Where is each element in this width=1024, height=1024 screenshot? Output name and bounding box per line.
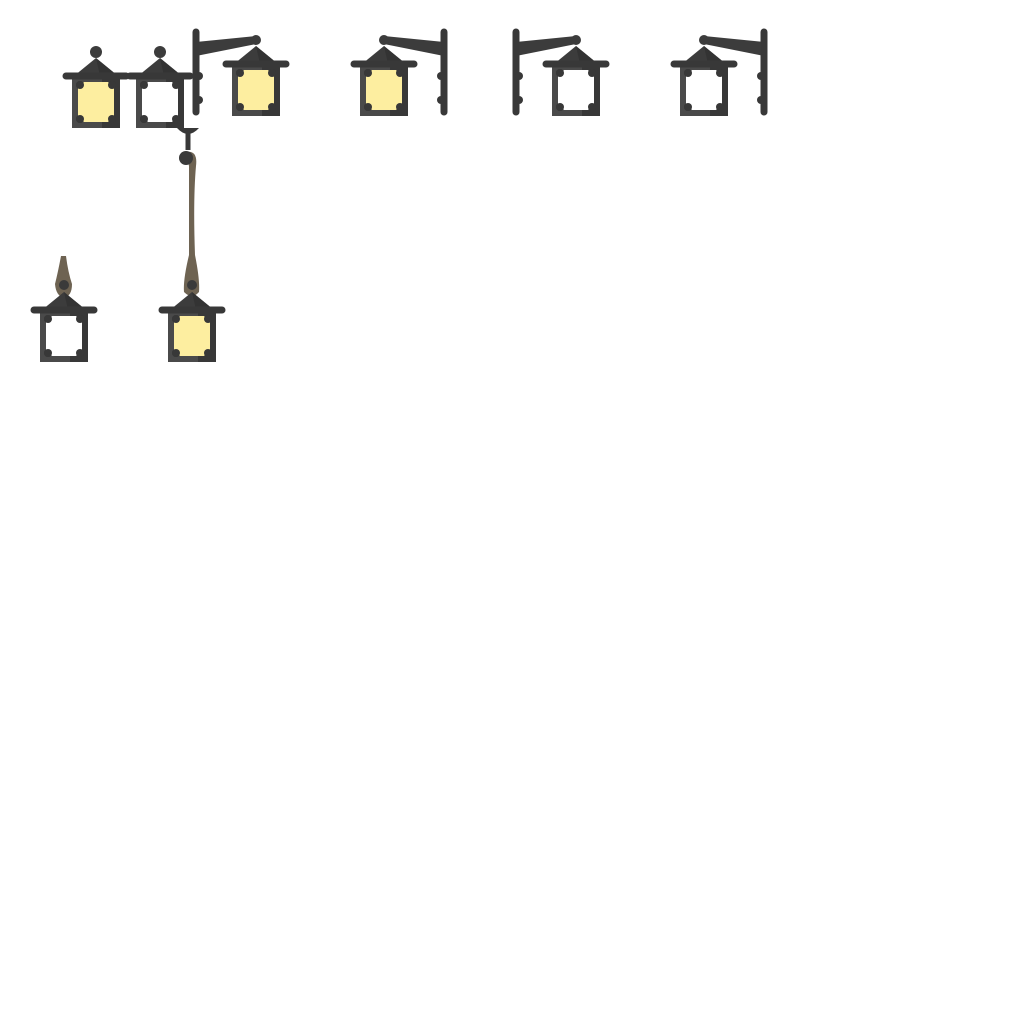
lantern-wall-bracket-right-lit <box>354 28 448 116</box>
lantern-wall-bracket-left-lit <box>192 28 286 116</box>
lantern-wall-bracket-left-unlit <box>512 28 606 116</box>
lantern-ceiling-hook-lit <box>162 128 222 362</box>
lantern-wall-bracket-right-unlit <box>674 28 768 116</box>
lantern-post-top-lit <box>66 46 126 128</box>
lantern-post-top-unlit <box>130 46 190 128</box>
lantern-hanging-rope-unlit <box>34 256 94 362</box>
